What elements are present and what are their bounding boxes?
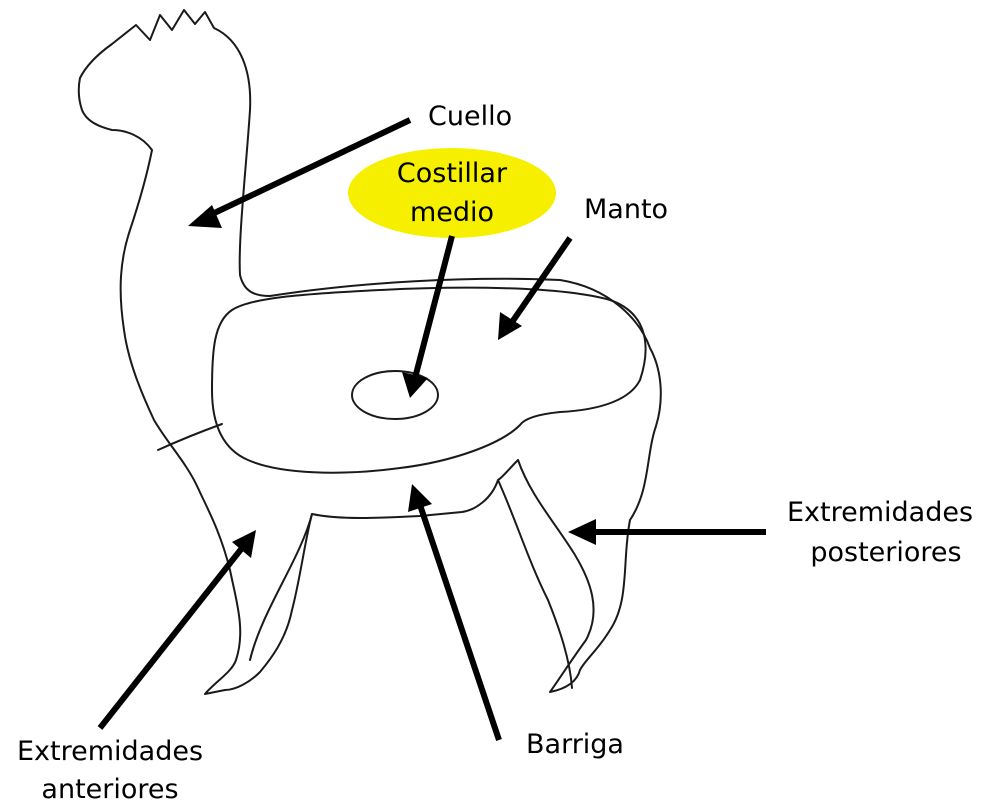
label-cuello: Cuello (428, 101, 512, 132)
label-ext-posteriores-line1: Extremidades (787, 497, 973, 528)
neck-divider (158, 424, 222, 450)
arrow-ext-posteriores (568, 519, 766, 545)
label-ext-anteriores-line2: anteriores (41, 774, 178, 804)
alpaca-body-outline (79, 10, 661, 694)
arrow-barriga (408, 484, 499, 740)
label-barriga: Barriga (526, 729, 624, 760)
label-ext-posteriores-line2: posteriores (810, 537, 961, 568)
alpaca-outline (79, 10, 661, 694)
arrow-ext-anteriores (100, 530, 256, 728)
hind-leg-contour (498, 480, 572, 688)
fore-leg-contour (250, 514, 312, 660)
label-ext-anteriores-line1: Extremidades (17, 736, 203, 767)
label-costillar-line2: medio (410, 197, 494, 228)
label-manto: Manto (584, 194, 668, 225)
label-costillar-line1: Costillar (397, 158, 508, 189)
arrow-costillar (402, 236, 452, 398)
